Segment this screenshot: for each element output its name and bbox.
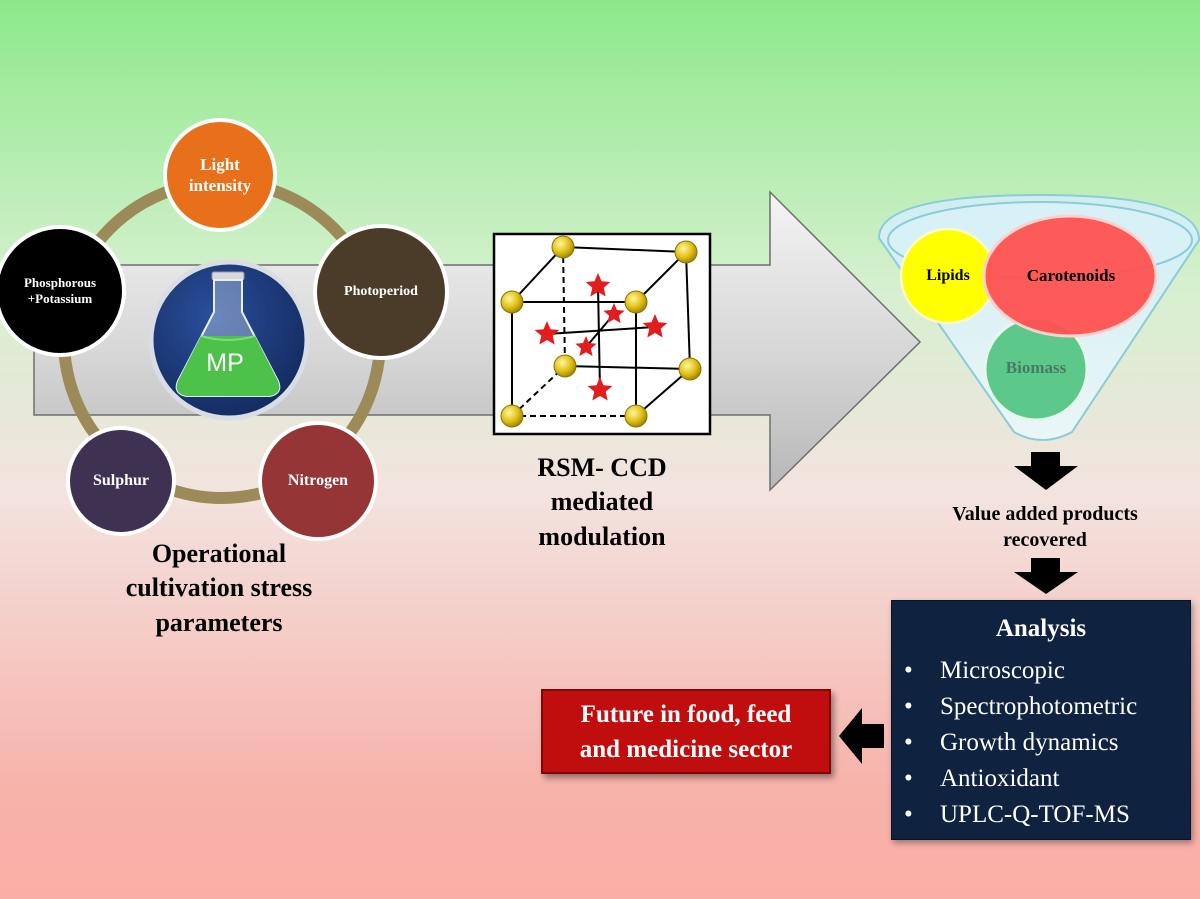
sulphur-label: Sulphur (92, 472, 150, 489)
list-item: •Antioxidant (904, 765, 1060, 792)
flask-label: MP (206, 349, 244, 378)
list-item: •Growth dynamics (904, 729, 1119, 756)
photoperiod-label: Photoperiod (344, 284, 418, 300)
flask-icon (148, 259, 310, 421)
phosphorous-potassium-circle (0, 225, 126, 357)
phosphorous-potassium-label: Phosphorous +Potassium (23, 274, 96, 306)
recovered-caption: Value added products recovered (952, 503, 1138, 551)
parameters-caption: Operational cultivation stress parameter… (125, 539, 313, 637)
sulphur-circle (66, 426, 176, 536)
analysis-box: Analysis •Microscopic •Spectrophotometri… (891, 600, 1191, 840)
list-item: •Microscopic (904, 657, 1065, 684)
photoperiod-circle (313, 224, 449, 360)
biomass-label: Biomass (1005, 358, 1067, 378)
analysis-title: Analysis (995, 615, 1087, 642)
ccd-cube-diagram (492, 232, 712, 436)
nitrogen-label: Nitrogen (287, 472, 349, 489)
nitrogen-circle (258, 421, 378, 541)
light-intensity-label: Light intensity (188, 154, 252, 195)
analysis-list: •Microscopic •Spectrophotometric •Growth… (904, 653, 1137, 833)
light-intensity-circle (163, 118, 277, 232)
down-arrow-2 (1014, 558, 1078, 594)
list-item: •Spectrophotometric (904, 693, 1138, 720)
list-item: •UPLC-Q-TOF-MS (904, 801, 1130, 828)
carotenoids-label: Carotenoids (1026, 266, 1116, 286)
carotenoids-ellipse (982, 214, 1158, 338)
future-sector-box: Future in food, feed and medicine sector (541, 689, 831, 774)
lipids-label: Lipids (926, 267, 970, 284)
left-arrow (839, 708, 884, 764)
down-arrow-1 (1014, 452, 1078, 490)
design-caption: RSM- CCD mediated modulation (537, 453, 667, 551)
